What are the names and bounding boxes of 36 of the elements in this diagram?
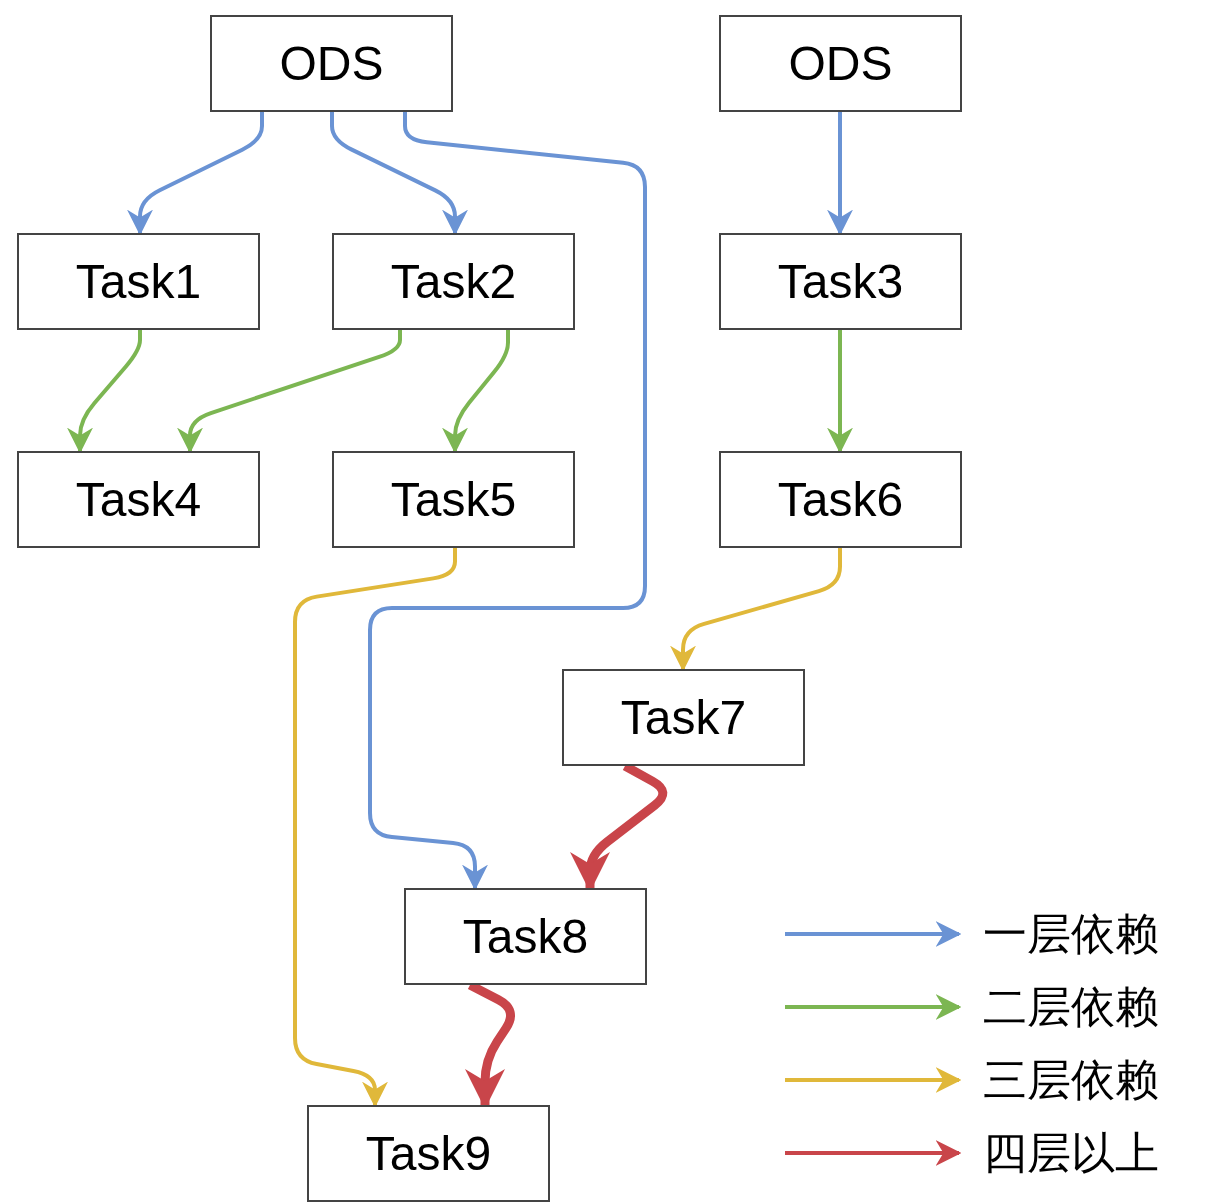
node-label: Task6 — [777, 475, 904, 524]
task-box — [210, 15, 453, 112]
legend-label: 三层依赖 — [983, 1058, 1159, 1102]
task-box — [17, 451, 260, 548]
node-label: ODS — [788, 39, 893, 88]
arrow — [127, 112, 264, 236]
node-label: Task4 — [75, 475, 202, 524]
node-label: Task3 — [777, 257, 904, 306]
task-box — [332, 233, 575, 330]
arrow — [442, 330, 510, 454]
task-box — [719, 15, 962, 112]
node-label: Task2 — [390, 257, 517, 306]
arrow — [67, 330, 142, 454]
node-label: ODS — [279, 39, 384, 88]
arrow — [827, 112, 853, 236]
arrow — [330, 112, 468, 236]
node-label: Task1 — [75, 257, 202, 306]
arrow — [827, 330, 853, 454]
task-box — [562, 669, 805, 766]
arrow — [293, 548, 457, 1108]
task-box — [307, 1105, 550, 1202]
node-label: Task8 — [462, 912, 589, 961]
arrow — [670, 548, 842, 672]
legend-label: 一层依赖 — [983, 912, 1159, 956]
task-box — [719, 451, 962, 548]
legend-label: 四层以上 — [983, 1131, 1159, 1175]
task-box — [404, 888, 647, 985]
node-label: Task7 — [620, 693, 747, 742]
node-label: Task5 — [390, 475, 517, 524]
arrow — [368, 112, 647, 891]
node-label: Task9 — [365, 1129, 492, 1178]
legend-label: 二层依赖 — [983, 985, 1159, 1029]
arrow — [177, 330, 402, 454]
task-box — [719, 233, 962, 330]
task-box — [332, 451, 575, 548]
task-box — [17, 233, 260, 330]
